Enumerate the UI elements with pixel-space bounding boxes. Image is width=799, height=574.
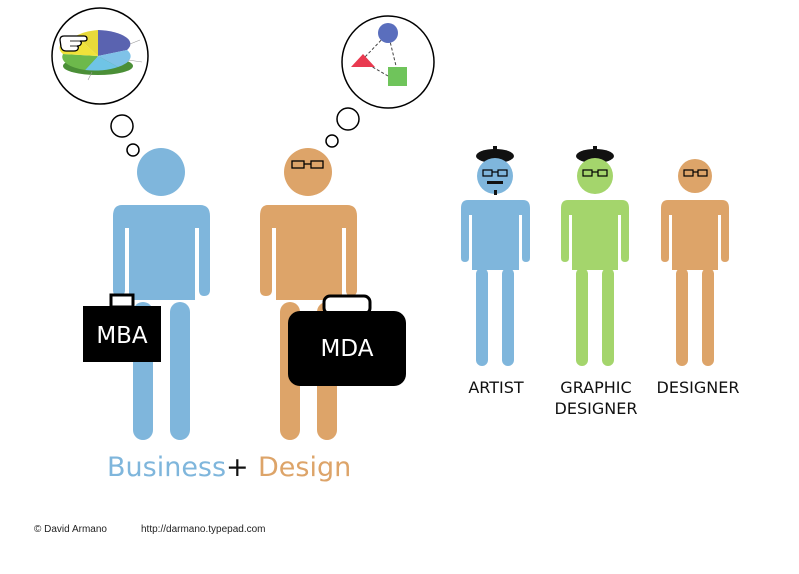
mda-label: MDA [321,336,374,362]
mda-briefcase: MDA [288,294,406,386]
business-figure: MBA [83,148,210,440]
mba-label: MBA [96,323,148,349]
goatee-icon [494,190,497,195]
beret-icon [576,149,614,163]
mba-briefcase: MBA [83,293,161,362]
business-torso [113,205,210,300]
glasses-icon [683,169,708,177]
design-figure: MDA [260,148,406,440]
headline-design: Design [258,452,351,483]
glasses-icon [482,169,508,177]
headline-business: Business [107,452,226,483]
footer-copyright: © David Armano [34,524,107,535]
glasses-icon [291,160,324,169]
glasses-icon [582,169,608,177]
designer-figure: DESIGNER [657,159,740,397]
headline-plus: + [226,452,249,483]
circle-shape-icon [378,23,398,43]
beret-icon [476,149,514,163]
artist-caption: ARTIST [468,378,524,397]
graphic-designer-caption-line1: GRAPHIC [560,378,631,397]
designer-caption: DESIGNER [657,378,740,397]
design-head [284,148,332,196]
business-head [137,148,185,196]
pointing-hand-icon [59,35,88,52]
graphic-designer-figure: GRAPHIC DESIGNER [555,146,638,418]
thought-bubble-design [325,15,435,148]
graphic-designer-caption-line2: DESIGNER [555,399,638,418]
business-leg-right [170,302,190,440]
design-torso [260,205,357,300]
triangle-shape-icon [351,54,375,67]
artist-figure: ARTIST [461,146,530,397]
mustache-icon [487,181,503,184]
square-shape-icon [388,67,407,86]
shapes-diagram-icon [351,23,407,86]
headline: Business + Design [107,452,351,483]
footer-url: http://darmano.typepad.com [141,524,266,535]
thought-bubble-business [51,7,149,157]
footer: © David Armano http://darmano.typepad.co… [34,524,266,535]
